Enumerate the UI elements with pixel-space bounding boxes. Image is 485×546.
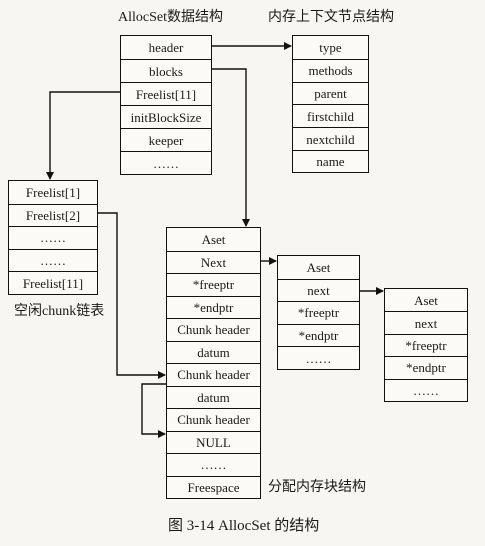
block3-endptr: *endptr [385, 356, 467, 378]
memctx-nextchild: nextchild [293, 127, 368, 150]
memctx-parent: parent [293, 81, 368, 105]
freelist-11: Freelist[11] [9, 271, 97, 294]
freelist-2: Freelist[2] [9, 203, 97, 227]
block2-box: Aset next *freeptr *endptr …… [277, 255, 360, 370]
memctx-firstchild: firstchild [293, 104, 368, 127]
memctx-title: 内存上下文节点结构 [268, 10, 394, 25]
block3-freeptr: *freeptr [385, 333, 467, 356]
block1-null: NULL [167, 430, 260, 454]
allocset-title: AllocSet数据结构 [118, 10, 223, 25]
block2-ellipsis: …… [278, 346, 359, 369]
freelist2-to-chunk-header-arrow [98, 212, 166, 379]
block3-aset: Aset [414, 292, 438, 308]
block1-freeptr: *freeptr [167, 273, 260, 296]
block2-freeptr: *freeptr [278, 301, 359, 324]
block1-box: Aset Next *freeptr *endptr Chunk header … [166, 227, 261, 499]
block2-next: next [278, 278, 359, 302]
allocset-ellipsis: …… [121, 151, 211, 174]
allocset-freelist: Freelist[11] [121, 82, 211, 105]
block3-box: Aset next *freeptr *endptr …… [384, 288, 468, 402]
allocset-keeper: keeper [121, 128, 211, 151]
memctx-type: type [319, 39, 342, 55]
blocks-to-block1-arrow [212, 68, 250, 227]
allocset-header: header [148, 40, 184, 55]
block1-datum-2: datum [167, 385, 260, 409]
block1-chunk-header-1: Chunk header [167, 318, 260, 341]
blocks-title: 分配内存块结构 [268, 480, 366, 495]
freelist-1: Freelist[1] [25, 184, 81, 200]
allocset-box: header blocks Freelist[11] initBlockSize… [120, 35, 212, 175]
freelist-box: Freelist[1] Freelist[2] …… …… Freelist[1… [8, 180, 98, 295]
block1-chunk-header-2: Chunk header [167, 363, 260, 386]
allocset-initblocksize: initBlockSize [121, 105, 211, 128]
block1-next: Next [167, 250, 260, 274]
freelist-to-chunk-arrow [46, 91, 120, 180]
block3-ellipsis: …… [385, 378, 467, 401]
block1-aset: Aset [201, 231, 226, 247]
block1-freespace: Freespace [167, 475, 260, 499]
allocset-blocks: blocks [121, 59, 211, 82]
block1-chunk-header-3: Chunk header [167, 408, 260, 431]
block1-endptr: *endptr [167, 295, 260, 319]
chunk-list-title: 空闲chunk链表 [14, 304, 105, 319]
memctx-box: type methods parent firstchild nextchild… [292, 35, 369, 173]
block1-ellipsis: …… [167, 453, 260, 476]
block2-endptr: *endptr [278, 323, 359, 347]
block2-aset: Aset [306, 259, 331, 275]
block1-datum-1: datum [167, 340, 260, 364]
freelist-ellipsis-1: …… [9, 226, 97, 249]
figure-caption: 图 3-14 AllocSet 的结构 [168, 518, 320, 534]
freelist-ellipsis-2: …… [9, 248, 97, 272]
memctx-methods: methods [293, 58, 368, 82]
block3-next: next [385, 311, 467, 333]
memctx-name: name [293, 150, 368, 173]
chunk-to-null-arrow [141, 383, 166, 438]
